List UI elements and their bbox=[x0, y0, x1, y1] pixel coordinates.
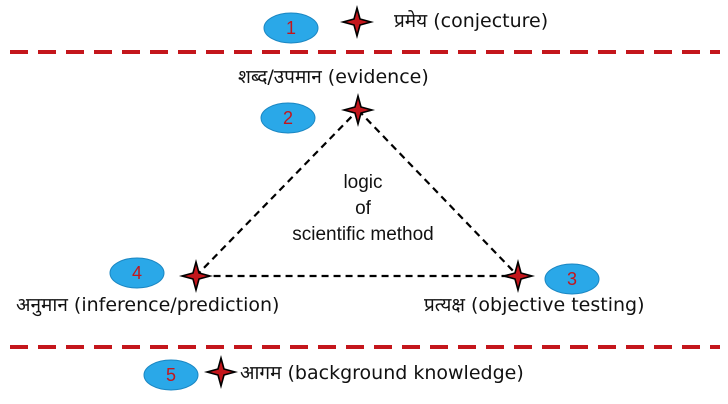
four-point-star-icon bbox=[500, 258, 536, 294]
background-label: आगम (background knowledge) bbox=[240, 362, 524, 384]
badge-1: 1 bbox=[263, 12, 319, 44]
badge-3-number: 3 bbox=[567, 269, 577, 289]
badge-4: 4 bbox=[109, 257, 165, 289]
center-caption-line-2: of bbox=[355, 198, 371, 219]
evidence-label: शब्द/उपमान (evidence) bbox=[238, 66, 429, 88]
conjecture-label: प्रमेय (conjecture) bbox=[394, 10, 549, 32]
badge-1-number: 1 bbox=[286, 18, 296, 38]
center-caption: logic of scientific method bbox=[263, 170, 463, 248]
badge-4-number: 4 bbox=[132, 263, 142, 283]
testing-label: प्रत्यक्ष (objective testing) bbox=[424, 294, 645, 316]
center-caption-line-1: logic bbox=[343, 172, 383, 193]
center-caption-line-3: scientific method bbox=[292, 224, 434, 245]
badge-5: 5 bbox=[143, 359, 199, 391]
badge-5-number: 5 bbox=[166, 365, 176, 385]
four-point-star-icon bbox=[340, 92, 376, 128]
inference-label: अनुमान (inference/prediction) bbox=[16, 294, 280, 316]
badge-3: 3 bbox=[544, 263, 600, 295]
badge-2: 2 bbox=[260, 102, 316, 134]
four-point-star-icon bbox=[203, 354, 239, 390]
four-point-star-icon bbox=[178, 258, 214, 294]
badge-2-number: 2 bbox=[283, 108, 293, 128]
four-point-star-icon bbox=[339, 4, 375, 40]
